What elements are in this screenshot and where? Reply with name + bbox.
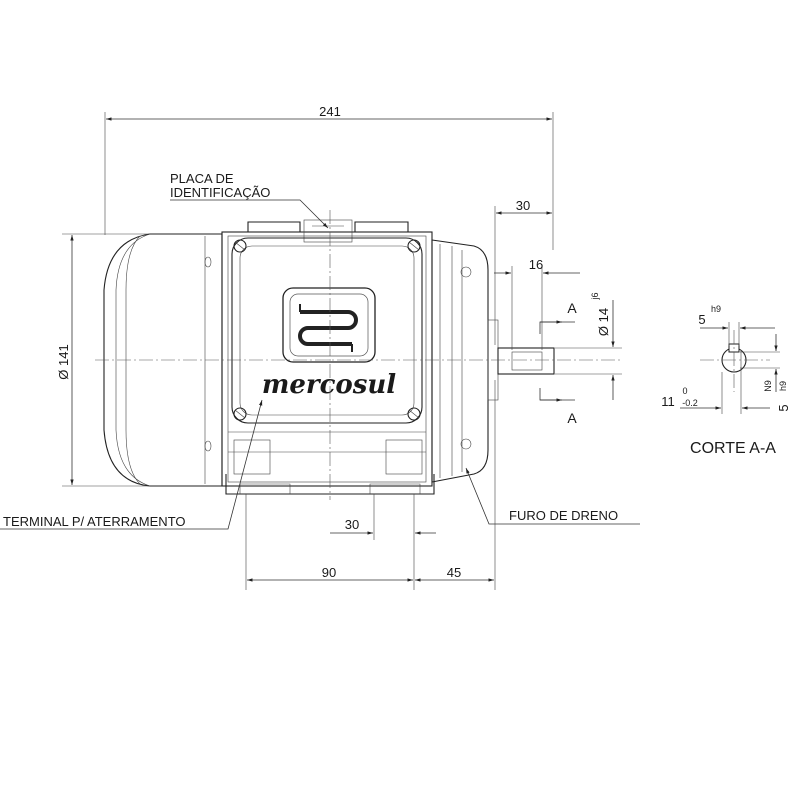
key-depth-tol-upper: 0 [682, 386, 687, 396]
drain-hole-label: FURO DE DRENO [509, 508, 618, 523]
key-length-label: 16 [529, 257, 543, 272]
shaft-length-dimension: 30 [494, 198, 552, 345]
key-depth-label: 11 [661, 394, 675, 409]
shaft-diameter-dimension: Ø 14 j6 [555, 292, 622, 400]
foot-spacing-label: 90 [322, 565, 336, 580]
nameplate-callout: PLACA DE IDENTIFICAÇÃO [170, 171, 329, 229]
overall-length-label: 241 [319, 104, 341, 119]
nameplate-label-line1: PLACA DE [170, 171, 234, 186]
section-title: CORTE A-A [690, 440, 776, 457]
nameplate-label-line2: IDENTIFICAÇÃO [170, 185, 270, 200]
key-width-label: 5 [698, 312, 705, 327]
section-marker-top: A [567, 300, 577, 316]
keyway-tolerance-h9: h9 [778, 381, 788, 391]
foot-hole-label: 30 [345, 517, 359, 532]
shaft-length-label: 30 [516, 198, 530, 213]
key-depth-tol-lower: -0.2 [682, 398, 698, 408]
key-width-tolerance: h9 [711, 304, 721, 314]
ground-terminal-callout: TERMINAL P/ ATERRAMENTO [0, 399, 263, 530]
foot-hole-dimension: 30 [330, 494, 436, 590]
motor-body: mercosul [95, 210, 620, 500]
key-length-dimension: 16 [494, 257, 580, 350]
section-marker-bottom: A [567, 410, 577, 426]
brand-logo [282, 287, 376, 363]
shaft-to-foot-label: 45 [447, 565, 461, 580]
ground-terminal-label: TERMINAL P/ ATERRAMENTO [3, 514, 186, 529]
shaft-tolerance-label: j6 [590, 292, 600, 300]
section-a-a: 5 h9 5 N9 h9 11 0 -0.2 CORTE A-A [661, 304, 791, 457]
brand-wordmark: mercosul [262, 370, 396, 400]
keyway-tolerance-n9: N9 [763, 380, 773, 392]
keyway-width-label: 5 [776, 404, 791, 411]
height-diameter-label: Ø 141 [56, 344, 71, 379]
foot-spacing-dimension: 90 [245, 494, 413, 590]
shaft-to-foot-dimension: 45 [415, 380, 496, 590]
height-dimension: Ø 141 [56, 233, 150, 487]
overall-length-dimension: 241 [104, 104, 554, 250]
shaft-diameter-label: Ø 14 [596, 308, 611, 336]
section-cut-markers: A A [539, 300, 577, 426]
drain-hole-callout: FURO DE DRENO [465, 467, 640, 525]
